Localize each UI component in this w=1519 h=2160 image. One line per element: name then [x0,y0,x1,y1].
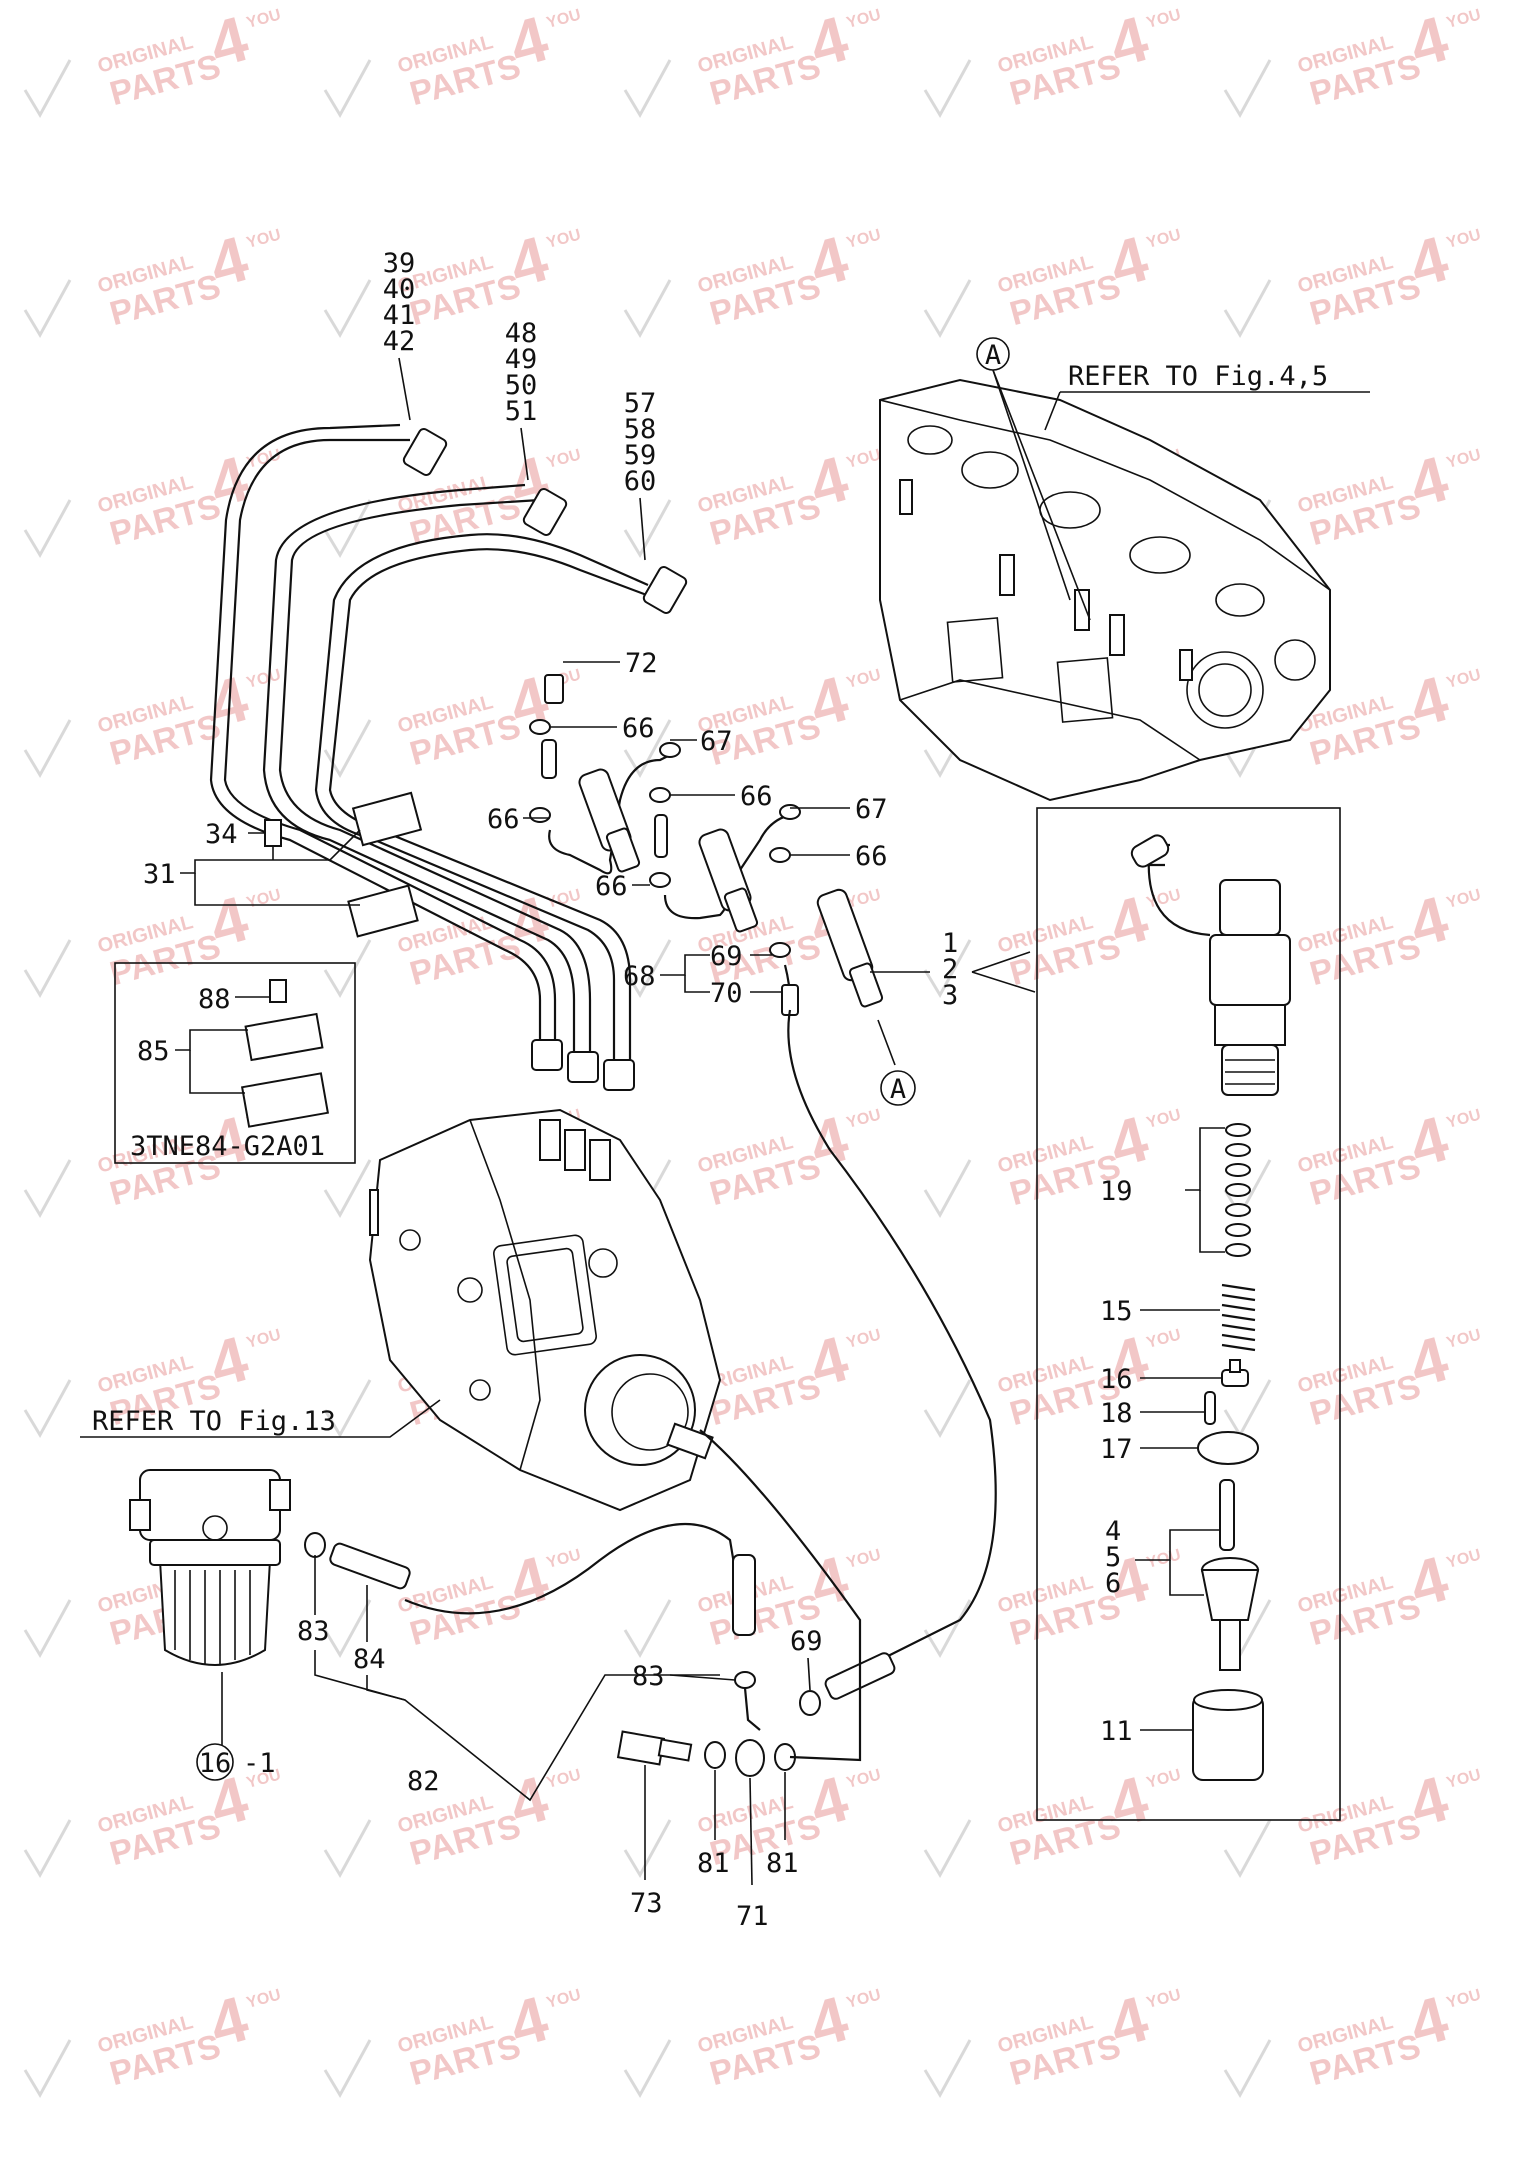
label-11: 11 [1100,1716,1133,1747]
marker-a-bottom-circle [880,1070,916,1106]
fuel-filter-drawing [129,1469,291,1666]
leader-57-60 [639,497,646,561]
leader-68 [660,954,710,976]
label-66d: 66 [855,841,888,872]
leader-83b [669,1674,736,1681]
label-81a: 81 [697,1848,730,1879]
label-42: 42 [383,326,416,357]
label-2: 2 [942,954,958,985]
injection-pump-drawing [368,1108,722,1512]
label-69a: 69 [710,941,743,972]
cylinder-head-drawing [879,378,1331,802]
refer-fig13-label: REFER TO Fig.13 [92,1406,336,1437]
label-41: 41 [383,300,416,331]
leader-85 [175,1029,248,1051]
label-68: 68 [623,961,656,992]
label-66e: 66 [595,871,628,902]
leader-456b [1169,1560,1204,1596]
leader-71 [749,1777,753,1886]
label-67a: 67 [700,726,733,757]
fuel-return-lines [304,1429,896,1777]
leader-39-42 [398,357,411,421]
injector-exploded-parts [1130,834,1291,1781]
leader-68b [684,975,710,993]
label-18: 18 [1100,1398,1133,1429]
clamp-bolt-34 [264,819,282,847]
refer-fig13-leader [80,1399,441,1438]
label-66b: 66 [740,781,773,812]
label-83b: 83 [632,1661,665,1692]
callout-arrow-2 [971,971,1036,993]
label-5: 5 [1105,1542,1121,1573]
label-16-suffix: -1 [243,1748,276,1779]
inset-code-label: 3TNE84-G2A01 [130,1131,325,1162]
leader-82 [314,1650,720,1802]
label-71: 71 [736,1901,769,1932]
label-60: 60 [624,466,657,497]
label-16-circle: 16 [199,1748,232,1779]
callout-arrow [971,951,1031,973]
label-81b: 81 [766,1848,799,1879]
marker-a-bottom: A [890,1074,906,1105]
label-73: 73 [630,1888,663,1919]
inset-clamp-box [114,962,356,1164]
injectors-leakoff [529,674,997,1661]
leader-19 [1185,1127,1225,1191]
label-70: 70 [710,978,743,1009]
label-17: 17 [1100,1434,1133,1465]
label-3: 3 [942,980,958,1011]
leader-19b [1199,1190,1225,1253]
label-66c: 66 [487,804,520,835]
filter-number-circle [196,1743,234,1781]
label-51: 51 [505,396,538,427]
fuel-injection-pipes [209,423,688,1091]
leader-82b [366,1675,406,1701]
label-59: 59 [624,440,657,471]
label-50: 50 [505,370,538,401]
label-15: 15 [1100,1296,1133,1327]
marker-a-top: A [985,340,1001,371]
leader-69b [807,1657,811,1691]
label-67b: 67 [855,794,888,825]
refer-fig45-leader-2 [1044,391,1061,431]
label-49: 49 [505,344,538,375]
label-82: 82 [407,1766,440,1797]
label-1: 1 [942,928,958,959]
label-48: 48 [505,318,538,349]
label-34: 34 [205,819,238,850]
leader-48-51 [520,427,529,481]
marker-a-top-leader-2 [992,369,1071,601]
leader-31 [180,829,361,874]
clamp-lower [347,884,419,938]
label-88: 88 [198,984,231,1015]
label-31: 31 [143,859,176,890]
label-85: 85 [137,1036,170,1067]
label-4: 4 [1105,1516,1121,1547]
label-40: 40 [383,274,416,305]
label-72: 72 [625,648,658,679]
leader-a-bottom [877,1019,896,1066]
leader-31b [194,873,360,906]
leader-456 [1135,1529,1220,1561]
leader-85b [189,1050,245,1094]
label-39: 39 [383,248,416,279]
injector-detail-frame [1036,807,1341,1821]
label-66a: 66 [622,713,655,744]
label-83a: 83 [297,1616,330,1647]
label-16: 16 [1100,1364,1133,1395]
label-57: 57 [624,388,657,419]
label-19: 19 [1100,1176,1133,1207]
label-69b: 69 [790,1626,823,1657]
label-6: 6 [1105,1568,1121,1599]
refer-fig45-label: REFER TO Fig.4,5 [1068,361,1328,392]
marker-a-top-leader [992,369,1091,621]
marker-a-top-circle [976,337,1010,371]
label-58: 58 [624,414,657,445]
label-84: 84 [353,1644,386,1675]
